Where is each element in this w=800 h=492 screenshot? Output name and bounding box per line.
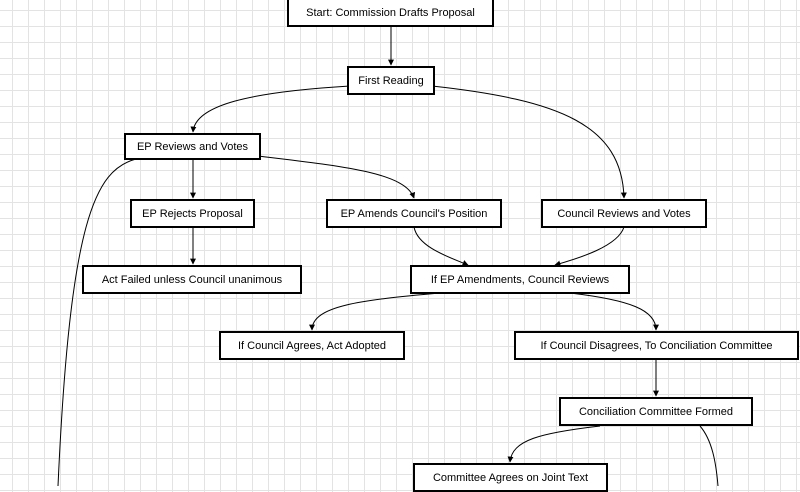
edge-first-reading-to-ep-reviews — [190, 85, 351, 133]
node-conciliation-formed: Conciliation Committee Formed — [559, 397, 753, 426]
node-council-agrees: If Council Agrees, Act Adopted — [219, 331, 405, 360]
edge-if-ep-amend-to-council-agrees — [309, 292, 441, 331]
edge-ep-reviews-continuing-down — [57, 158, 137, 486]
node-ep-rejects: EP Rejects Proposal — [130, 199, 255, 228]
node-start: Start: Commission Drafts Proposal — [287, 0, 494, 27]
edge-conciliation-continuing-down — [699, 425, 719, 486]
edge-if-ep-amend-to-council-disagrees — [569, 292, 659, 331]
edge-first-reading-to-council-reviews — [431, 85, 627, 199]
edge-ep-amends-to-if-ep-amend — [413, 226, 469, 266]
node-first-reading: First Reading — [347, 66, 435, 95]
edge-conciliation-to-joint-text — [507, 425, 601, 463]
edge-council-reviews-to-if-ep-amend — [554, 226, 625, 267]
node-act-failed: Act Failed unless Council unanimous — [82, 265, 302, 294]
node-if-ep-amendments: If EP Amendments, Council Reviews — [410, 265, 630, 294]
node-ep-amends: EP Amends Council's Position — [326, 199, 502, 228]
node-council-reviews: Council Reviews and Votes — [541, 199, 707, 228]
node-council-disagrees: If Council Disagrees, To Conciliation Co… — [514, 331, 799, 360]
node-ep-reviews: EP Reviews and Votes — [124, 133, 261, 160]
edge-ep-reviews-to-ep-amends — [257, 155, 416, 199]
node-joint-text: Committee Agrees on Joint Text — [413, 463, 608, 492]
